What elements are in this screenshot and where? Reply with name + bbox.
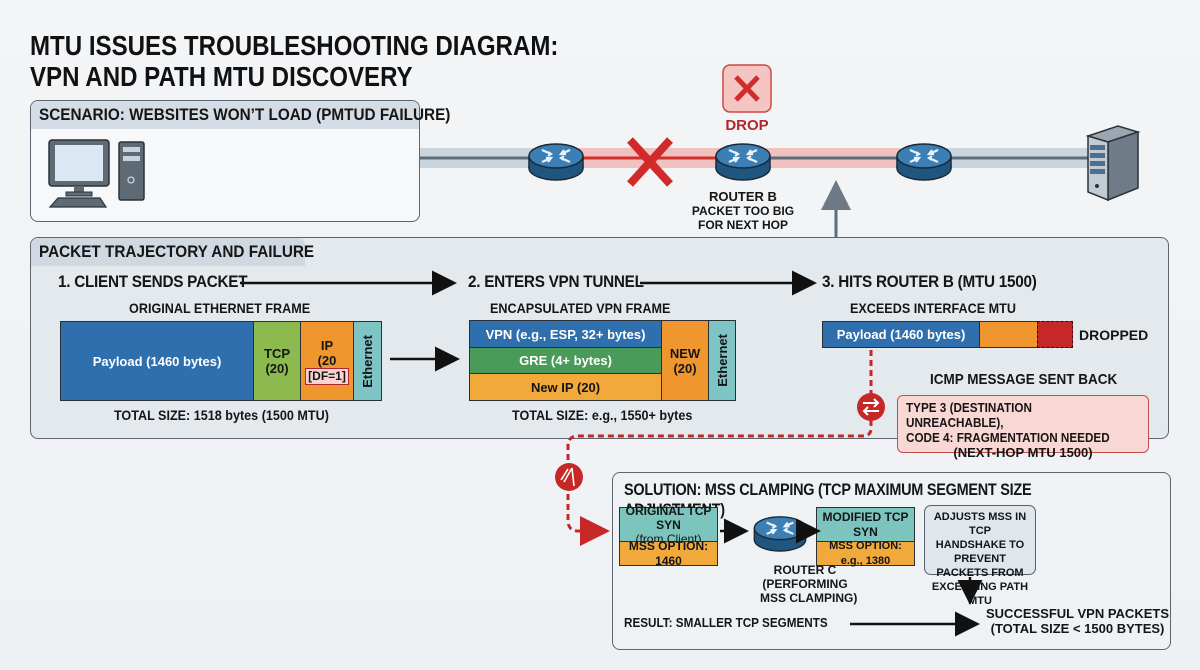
- dropped-label: DROPPED: [1079, 327, 1149, 343]
- success-label: SUCCESSFUL VPN PACKETS (TOTAL SIZE < 150…: [986, 606, 1169, 636]
- icmp-title: ICMP MESSAGE SENT BACK: [930, 371, 1118, 388]
- title-line-1: MTU ISSUES TROUBLESHOOTING DIAGRAM:: [30, 30, 559, 61]
- icmp-return-path: [566, 350, 873, 546]
- mss-note-callout: ADJUSTS MSS IN TCP HANDSHAKE TO PREVENT …: [924, 505, 1036, 607]
- modified-mss-option: MSS OPTION: e.g., 1380: [816, 540, 915, 567]
- tcp-segment: TCP (20): [253, 321, 301, 401]
- step1-title: 1. CLIENT SENDS PACKET: [58, 272, 248, 291]
- ip-segment: IP (20 [DF=1]: [300, 321, 354, 401]
- server-icon: [1085, 125, 1141, 202]
- ethernet-segment: Ethernet: [353, 321, 382, 401]
- vpn-esp-segment: VPN (e.g., ESP, 32+ bytes): [469, 320, 662, 348]
- desktop-computer-icon: [48, 139, 145, 208]
- router-b-payload-segment: Payload (1460 bytes): [822, 321, 980, 348]
- vpn-ethernet-segment: Ethernet: [708, 320, 736, 401]
- trajectory-header: PACKET TRAJECTORY AND FAILURE: [31, 238, 314, 266]
- mss-clamping-icon: [555, 463, 583, 491]
- router-c-label: ROUTER C (PERFORMING MSS CLAMPING): [760, 563, 858, 605]
- df-flag-badge: [DF=1]: [305, 367, 349, 385]
- step2-title: 2. ENTERS VPN TUNNEL: [468, 272, 644, 291]
- drop-x-icon: [722, 64, 772, 113]
- original-frame-title: ORIGINAL ETHERNET FRAME: [129, 300, 311, 316]
- icmp-exchange-icon: [857, 393, 885, 421]
- failure-x-icon: [627, 137, 673, 187]
- step3-title: 3. HITS ROUTER B (MTU 1500): [822, 272, 1037, 291]
- page-title: MTU ISSUES TROUBLESHOOTING DIAGRAM: VPN …: [30, 30, 558, 92]
- gre-segment: GRE (4+ bytes): [469, 347, 662, 374]
- original-total-size: TOTAL SIZE: 1518 bytes (1500 MTU): [113, 407, 329, 423]
- result-label: RESULT: SMALLER TCP SEGMENTS: [624, 615, 828, 630]
- dropped-segment: [1037, 321, 1073, 348]
- exceeds-mtu-title: EXCEEDS INTERFACE MTU: [850, 300, 1016, 316]
- vpn-frame-title: ENCAPSULATED VPN FRAME: [489, 300, 671, 316]
- modified-tcp-syn-box: MODIFIED TCP SYN: [816, 507, 915, 542]
- payload-segment: Payload (1460 bytes): [60, 321, 254, 401]
- drop-label: DROP: [725, 117, 769, 134]
- original-mss-option: MSS OPTION: 1460: [619, 539, 718, 568]
- title-line-2: VPN AND PATH MTU DISCOVERY: [30, 61, 413, 92]
- router-icon-c: [753, 515, 807, 553]
- vpn-total-size: TOTAL SIZE: e.g., 1550+ bytes: [512, 407, 693, 423]
- router-b-label: ROUTER B PACKET TOO BIG FOR NEXT HOP: [691, 189, 795, 233]
- new-ip-segment: New IP (20): [469, 373, 662, 401]
- icmp-message-box: TYPE 3 (DESTINATION UNREACHABLE), CODE 4…: [897, 395, 1149, 460]
- scenario-header: SCENARIO: WEBSITES WON’T LOAD (PMTUD FAI…: [31, 101, 450, 129]
